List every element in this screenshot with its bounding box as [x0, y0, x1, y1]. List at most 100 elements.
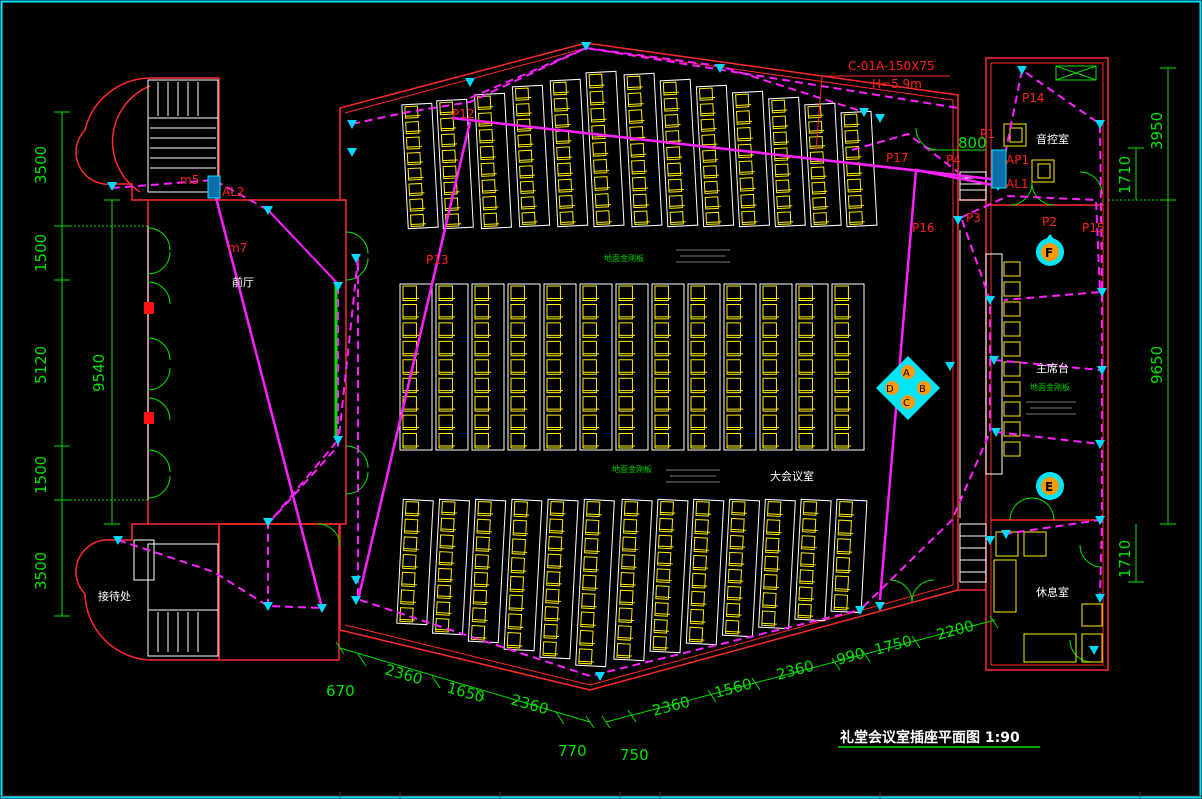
seat — [654, 359, 671, 375]
seat — [406, 151, 423, 166]
seat — [513, 500, 530, 518]
seat — [812, 212, 830, 226]
seat — [654, 377, 671, 394]
seat — [518, 149, 535, 163]
seat — [726, 322, 743, 338]
table-outline — [651, 283, 685, 451]
seat — [834, 359, 851, 375]
wire-south — [359, 599, 861, 678]
seat — [482, 195, 499, 211]
seat — [402, 285, 419, 301]
outlet-icon — [347, 120, 357, 129]
ref-p17: P17 — [886, 151, 909, 165]
wire-p13 — [356, 121, 472, 601]
seat — [409, 198, 426, 212]
seat — [728, 551, 745, 567]
seat — [580, 611, 596, 628]
seat — [729, 534, 746, 550]
seat — [690, 340, 707, 357]
seat — [689, 608, 706, 625]
seat — [438, 551, 455, 566]
seat — [774, 163, 791, 178]
seat — [483, 212, 500, 228]
table-outline — [831, 283, 865, 451]
seat-group — [659, 78, 699, 228]
seat — [583, 556, 599, 573]
seat — [630, 143, 647, 158]
seat — [510, 285, 527, 301]
seat — [595, 210, 612, 226]
outlet-icon — [855, 606, 865, 615]
seat — [582, 340, 599, 357]
marker-a: A — [903, 368, 910, 379]
hatch-marks — [666, 249, 1076, 483]
seat — [657, 534, 674, 550]
ref-p2: P2 — [1042, 215, 1057, 229]
table-outline — [731, 90, 771, 228]
seat — [620, 571, 636, 588]
outlet-icon — [875, 114, 885, 123]
table-outline — [795, 283, 829, 451]
seat — [407, 167, 424, 181]
seat — [702, 149, 719, 163]
table-outline — [431, 498, 471, 636]
outlet-icon — [859, 108, 869, 117]
wire-m7 — [212, 189, 324, 609]
dim-right-2: 1710 — [1116, 156, 1134, 194]
left-dimension-lines — [54, 111, 148, 617]
seat — [690, 433, 707, 449]
seat — [772, 131, 789, 146]
seat — [584, 537, 600, 554]
seat — [771, 99, 788, 114]
seat — [473, 571, 490, 588]
wire-stage — [859, 219, 991, 611]
outlet-icon — [263, 206, 273, 215]
outlet-icon — [113, 536, 123, 545]
seat — [654, 340, 671, 357]
seat-group — [623, 72, 663, 228]
seat — [735, 110, 753, 125]
marker-c: C — [903, 398, 910, 409]
seat — [618, 377, 635, 394]
seat — [703, 165, 720, 179]
table-outline — [613, 498, 653, 662]
seat — [655, 585, 671, 600]
stage-chair — [1003, 401, 1021, 417]
seat-group — [685, 498, 725, 646]
seat — [773, 147, 790, 162]
table-outline — [396, 498, 434, 626]
floor-note-top: 地面金刚板 — [604, 253, 644, 263]
seat — [474, 285, 491, 301]
seat — [668, 194, 685, 209]
seat — [402, 553, 418, 570]
seat — [510, 377, 527, 394]
seat — [435, 601, 452, 616]
seat-group — [579, 283, 613, 451]
seat — [623, 500, 640, 517]
seat — [592, 141, 609, 157]
seat — [618, 303, 635, 320]
seat — [762, 377, 779, 394]
seat — [798, 340, 815, 357]
seat-group — [649, 498, 689, 654]
seat — [510, 414, 527, 431]
seat — [798, 433, 815, 449]
seat — [593, 158, 610, 174]
seat — [798, 359, 815, 375]
seat — [653, 619, 670, 634]
ref-p14: P14 — [1022, 91, 1045, 105]
drawing-title: 礼堂会议室插座平面图 1:90 — [840, 729, 1020, 746]
seat — [404, 105, 421, 119]
seat — [474, 340, 491, 357]
seat — [556, 146, 573, 161]
seat — [402, 414, 419, 431]
seat-group — [435, 283, 469, 451]
seat — [519, 180, 536, 194]
seat — [725, 602, 742, 618]
seat — [726, 414, 743, 431]
table-outline — [511, 84, 551, 228]
staircases — [133, 79, 987, 657]
outlet-icon — [985, 536, 995, 545]
seat — [704, 196, 721, 210]
